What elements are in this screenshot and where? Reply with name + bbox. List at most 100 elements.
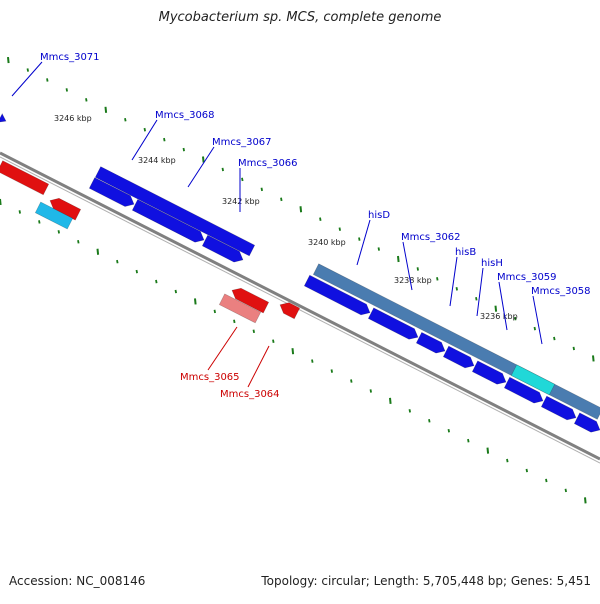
scale-tick-bottom [18, 210, 21, 214]
scale-tick-top [553, 336, 556, 341]
label-leader [402, 241, 413, 291]
scale-tick-bottom [408, 409, 411, 413]
scale-tick-bottom [291, 348, 295, 355]
scale-tick-bottom [213, 309, 216, 314]
scale-tick-top [397, 255, 400, 263]
scale-tick-top [436, 277, 439, 281]
scale-tick-bottom [116, 259, 119, 264]
label-leader [187, 146, 215, 188]
scale-tick-top [85, 98, 88, 102]
scale-tick-top [260, 187, 263, 192]
scale-tick-bottom [135, 269, 138, 274]
gene-fwd [303, 274, 371, 316]
scale-tick-top [143, 127, 146, 132]
gene-label: Mmcs_3065 [180, 372, 240, 383]
scale-tick-bottom [545, 478, 548, 483]
scale-tick-top [416, 267, 419, 271]
scale-tick-top [182, 147, 185, 152]
gene-label: Mmcs_3064 [220, 389, 280, 400]
gene-fwd [442, 345, 475, 369]
scale-tick-bottom [584, 497, 587, 504]
scale-label: 3242 kbp [222, 197, 260, 206]
gene-label: hisD [368, 210, 390, 221]
gene-label: Mmcs_3059 [497, 272, 557, 283]
scale-tick-top [65, 88, 68, 92]
backbone-shadow [0, 156, 600, 464]
gene-fwd [415, 331, 446, 354]
gene-fwd [471, 360, 507, 385]
scale-tick-top [455, 287, 458, 291]
scale-tick-bottom [350, 379, 353, 383]
gene-mmcs-3064 [218, 293, 262, 324]
scale-tick-bottom [389, 397, 392, 404]
scale-tick-bottom [233, 319, 236, 324]
scale-tick-top [202, 156, 205, 163]
scale-tick-top [26, 68, 29, 72]
scale-tick-bottom [369, 389, 372, 393]
label-leader [11, 61, 43, 97]
scale-label: 3236 kbp [480, 312, 518, 321]
scale-tick-top [514, 316, 517, 321]
label-leader [356, 219, 371, 266]
genome-summary-text: Topology: circular; Length: 5,705,448 bp… [261, 574, 591, 588]
scale-tick-top [299, 206, 303, 213]
gene-label: hisB [455, 247, 476, 258]
scale-tick-bottom [311, 359, 314, 363]
scale-tick-top [221, 167, 224, 172]
scale-tick-top [7, 56, 10, 64]
label-leader [247, 345, 270, 388]
gene-label: Mmcs_3071 [40, 52, 100, 63]
gene-fwd [131, 199, 205, 243]
scale-label: 3238 kbp [394, 276, 432, 285]
scale-tick-top [163, 137, 166, 142]
scale-tick-bottom [428, 419, 431, 423]
accession-text: Accession: NC_008146 [9, 574, 146, 588]
scale-tick-bottom [38, 220, 41, 224]
scale-tick-bottom [506, 458, 509, 463]
scale-tick-bottom [174, 289, 177, 294]
scale-tick-bottom [155, 279, 158, 284]
gene-label: Mmcs_3062 [401, 232, 461, 243]
gene-label: Mmcs_3068 [155, 110, 215, 121]
gene-label: Mmcs_3067 [212, 137, 272, 148]
gene-rna [34, 201, 74, 230]
scale-label: 3244 kbp [138, 156, 176, 165]
scale-tick-bottom [0, 198, 2, 206]
gene-fwd [503, 376, 544, 404]
gene-mmcs-3065 [231, 287, 270, 314]
scale-tick-top [104, 106, 108, 113]
scale-label: 3246 kbp [54, 114, 92, 123]
gene-fwd [88, 177, 135, 207]
scale-tick-top [46, 78, 49, 82]
scale-tick-bottom [252, 329, 255, 334]
gene-mmcs-3059-band [510, 364, 556, 396]
label-leader [532, 295, 543, 345]
scale-tick-top [280, 197, 283, 202]
scale-tick-top [475, 296, 478, 301]
gene-label: Mmcs_3066 [238, 158, 298, 169]
scale-tick-bottom [57, 230, 60, 234]
scale-tick-bottom [447, 428, 450, 433]
scale-tick-bottom [330, 369, 333, 373]
gene-mmcs-3071 [0, 113, 7, 123]
scale-tick-top [572, 346, 575, 351]
gene-fwd [367, 307, 419, 340]
scale-tick-top [338, 227, 341, 231]
gene-mmcs-3068 [94, 166, 256, 257]
label-leader [476, 267, 484, 317]
scale-tick-top [533, 326, 536, 331]
label-leader [131, 119, 158, 161]
scale-tick-bottom [77, 240, 80, 244]
scale-tick-top [358, 237, 361, 241]
gene-rev [49, 197, 82, 221]
gene-fwd [201, 234, 244, 263]
scale-tick-bottom [96, 248, 100, 255]
scale-tick-top [494, 305, 498, 312]
gene-rev [0, 160, 50, 196]
gene-label: Mmcs_3058 [531, 286, 591, 297]
map-title: Mycobacterium sp. MCS, complete genome [158, 10, 442, 25]
scale-tick-bottom [467, 438, 470, 443]
scale-tick-bottom [486, 447, 490, 454]
